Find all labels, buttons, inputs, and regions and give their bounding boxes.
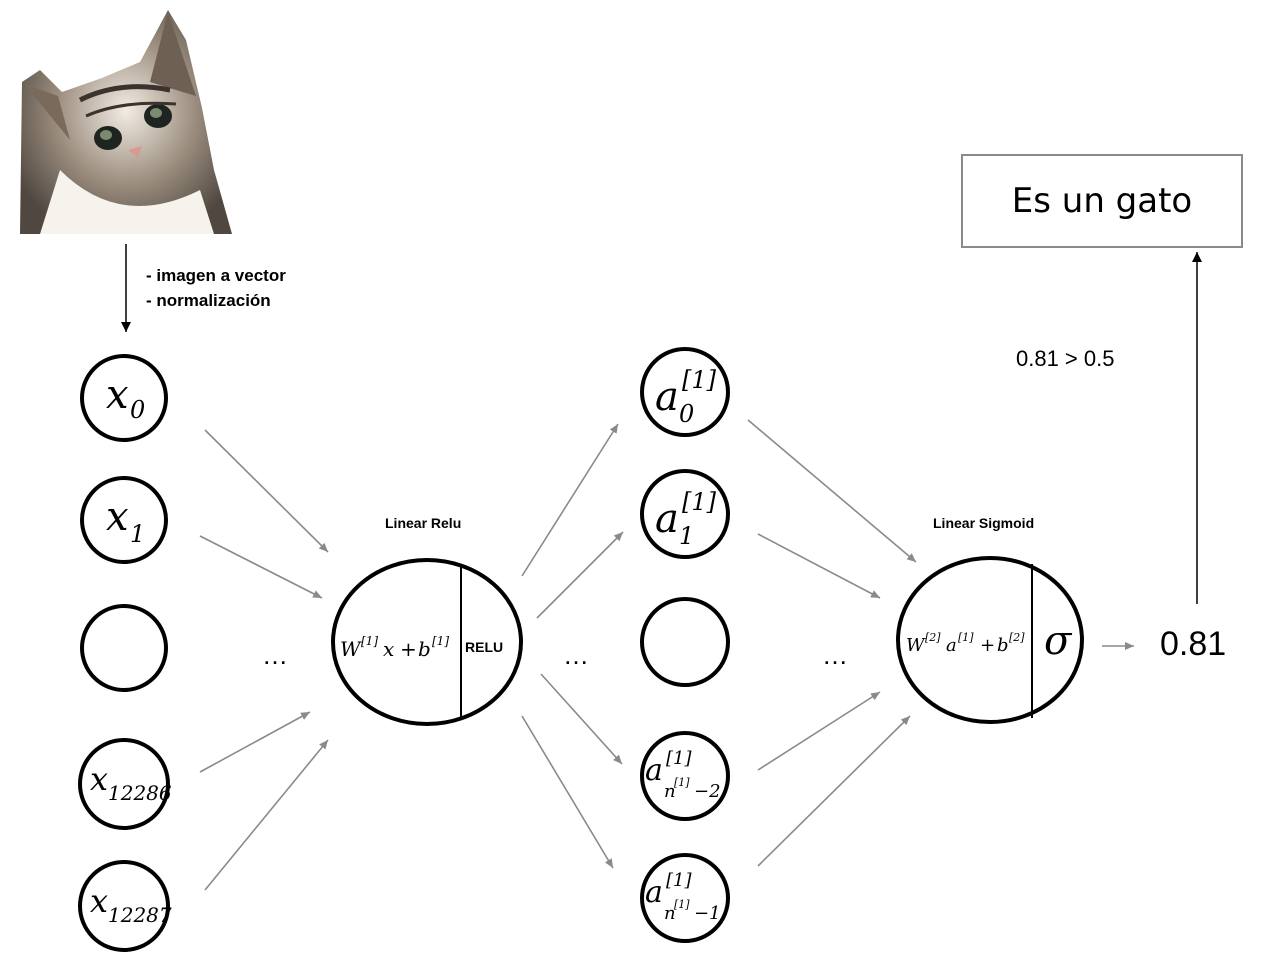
node-label-sub: 1 xyxy=(679,522,694,550)
node-label-base: a xyxy=(645,753,663,788)
node-label-sub: 12286 xyxy=(108,781,172,805)
formula-b: b xyxy=(997,635,1009,656)
formula-plus: + xyxy=(400,637,417,661)
hidden-node-n-minus-2: a [1] n [1] −2 xyxy=(640,731,730,821)
node-label-sub: 0 xyxy=(679,400,694,428)
input-node-12287: x 12287 xyxy=(78,860,172,952)
output-unit-activation: σ xyxy=(1044,618,1073,664)
ellipsis-2: … xyxy=(563,640,589,670)
hidden-node-empty xyxy=(640,597,730,687)
input-layer: x 0 x 1 x 12286 x 12287 xyxy=(78,354,172,952)
formula-plus: + xyxy=(980,635,995,656)
input-node-12286: x 12286 xyxy=(78,738,172,830)
cat-photo xyxy=(20,10,232,234)
node-label-sub-tail: −1 xyxy=(694,903,721,924)
result-label: Es un gato xyxy=(1011,181,1193,221)
output-value: 0.81 xyxy=(1160,625,1226,663)
hidden-node-n-minus-1: a [1] n [1] −1 xyxy=(640,853,730,943)
node-label-sup: [1] xyxy=(682,488,717,516)
node-label-sup: [1] xyxy=(682,366,717,394)
preprocess-notes: - imagen a vector - normalización xyxy=(146,263,286,313)
hidden-unit-title: Linear Relu xyxy=(385,515,461,531)
formula-b-sup: [1] xyxy=(432,634,449,648)
input-to-hidden-arrows xyxy=(199,429,329,891)
node-label-base: x xyxy=(106,494,129,540)
node-label-sub-sup: [1] xyxy=(674,776,690,789)
node-label-base: x xyxy=(106,372,129,418)
node-label-base: x xyxy=(90,760,108,798)
preprocess-note-1: - imagen a vector xyxy=(146,266,286,285)
formula-var: x xyxy=(383,637,394,661)
node-label-sub: 1 xyxy=(130,520,145,548)
output-unit-formula: W [2] a [1] + b [2] xyxy=(906,631,1025,656)
input-node-empty xyxy=(80,604,168,692)
node-label-sub: 12287 xyxy=(108,903,172,927)
result-box: Es un gato xyxy=(961,154,1243,248)
input-node-0: x 0 xyxy=(80,354,168,442)
ellipsis-3: … xyxy=(822,640,848,670)
node-label-sub: n xyxy=(664,781,676,802)
formula-w-sup: [2] xyxy=(925,631,941,644)
hidden-to-output-arrows xyxy=(747,419,917,867)
hidden-layer: a [1] 0 a [1] 1 a [1] n [1] −2 a [1] n [… xyxy=(640,347,730,943)
formula-b: b xyxy=(418,637,431,661)
threshold-text: 0.81 > 0.5 xyxy=(1016,346,1114,371)
hidden-unit: Linear Relu W [1] x + b [1] RELU xyxy=(331,515,523,726)
hidden-unit-formula: W [1] x + b [1] xyxy=(340,634,449,661)
node-label-sup: [1] xyxy=(666,748,692,769)
hidden-node-0: a [1] 0 xyxy=(640,347,730,437)
formula-w: W xyxy=(340,637,362,661)
formula-var: a xyxy=(946,635,957,656)
node-label-sub: 0 xyxy=(130,396,145,424)
node-label-base: a xyxy=(655,496,679,542)
node-label-sub-tail: −2 xyxy=(694,781,721,802)
hidden-unit-activation: RELU xyxy=(465,639,503,655)
node-label-base: a xyxy=(655,374,679,420)
output-unit: Linear Sigmoid W [2] a [1] + b [2] σ xyxy=(896,515,1084,724)
node-label-base: x xyxy=(90,882,108,920)
formula-var-sup: [1] xyxy=(958,631,974,644)
node-label-base: a xyxy=(645,875,663,910)
node-label-sub-sup: [1] xyxy=(674,898,690,911)
ellipsis-1: … xyxy=(262,640,288,670)
formula-b-sup: [2] xyxy=(1009,631,1025,644)
output-unit-title: Linear Sigmoid xyxy=(933,515,1034,531)
node-label-sup: [1] xyxy=(666,870,692,891)
hidden-unit-to-layer-arrows xyxy=(521,423,624,869)
input-node-1: x 1 xyxy=(80,476,168,564)
formula-w-sup: [1] xyxy=(361,634,378,648)
node-label-sub: n xyxy=(664,903,676,924)
hidden-node-1: a [1] 1 xyxy=(640,469,730,559)
formula-w: W xyxy=(906,635,926,656)
preprocess-note-2: - normalización xyxy=(146,291,271,310)
